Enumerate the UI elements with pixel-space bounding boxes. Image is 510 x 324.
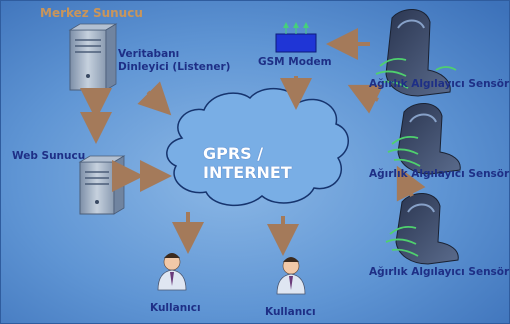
central-server-title: Merkez Sunucu [40, 6, 143, 20]
user-icon-2 [276, 257, 306, 295]
web-server-label: Web Sunucu [12, 150, 86, 162]
connection-arrows [80, 28, 426, 256]
sensor-label-1: Ağırlık Algılayıcı Sensör [369, 78, 510, 90]
user-label-1: Kullanıcı [150, 302, 201, 314]
gsm-modem-icon [275, 22, 317, 53]
cloud-label: GPRS / INTERNET [203, 144, 323, 182]
arrow-sensor2-sensor1 [347, 84, 384, 114]
arrow-db-cloud [137, 81, 172, 116]
gsm-modem-label: GSM Modem [258, 56, 332, 68]
db-listener-label-line2: Dinleyici (Listener) [118, 61, 231, 73]
db-server-icon [68, 23, 118, 91]
user-label-2: Kullanıcı [265, 306, 316, 318]
cloud-label-line1: GPRS / [203, 144, 264, 163]
sensor-label-2: Ağırlık Algılayıcı Sensör [369, 168, 510, 180]
user-icon-1 [157, 253, 187, 291]
web-server-icon [78, 155, 126, 215]
cloud-label-line2: INTERNET [203, 163, 292, 182]
seat-sensor-icon-1 [375, 9, 457, 97]
sensor-label-3: Ağırlık Algılayıcı Sensör [369, 266, 510, 278]
seat-sensor-icon-3 [385, 193, 459, 265]
db-listener-label-line1: Veritabanı [118, 48, 180, 60]
cloud-icon [166, 87, 349, 207]
arrow-sensor3-sensor2 [396, 165, 426, 202]
